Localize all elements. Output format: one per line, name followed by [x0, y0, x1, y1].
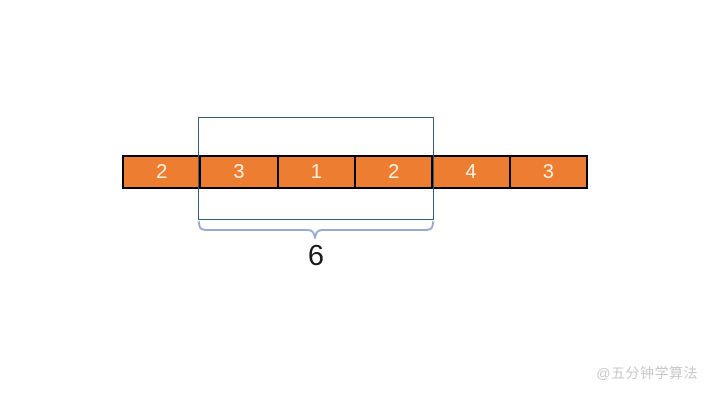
array-cell-1: 3 — [199, 155, 279, 189]
window-sum-label: 6 — [307, 240, 325, 272]
array-cell-0: 2 — [122, 155, 202, 189]
array-cell-5: 3 — [508, 155, 588, 189]
sum-brace-icon — [198, 221, 434, 239]
sliding-window-rect — [198, 117, 434, 220]
array-cell-4: 4 — [431, 155, 511, 189]
watermark: @五分钟学算法 — [596, 365, 698, 381]
